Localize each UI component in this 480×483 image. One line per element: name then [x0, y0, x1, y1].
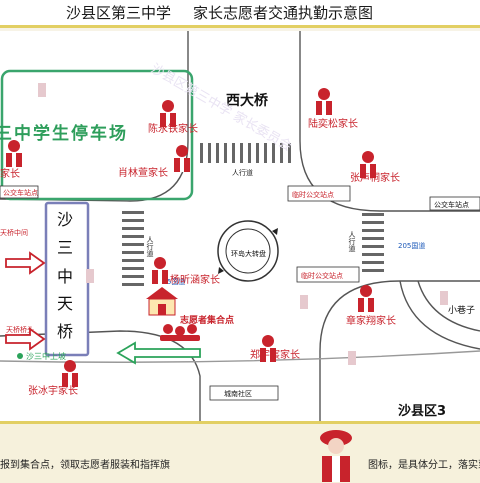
bus-stop-temp-2-label: 临时公交站点 — [301, 271, 343, 280]
arrow-right-icon-2 — [5, 327, 46, 351]
lane-top — [417, 280, 480, 332]
bus-stop-temp-1: 临时公交站点 — [287, 185, 351, 202]
arrow-right-icon-1 — [5, 251, 46, 275]
footbridge-char-1: 沙 — [57, 210, 73, 229]
blurred-photo — [86, 269, 94, 283]
roundabout-inner — [225, 228, 271, 274]
footer: 报到集合点，领取志愿者服装和指挥旗 图标，是具体分工，落实到 — [0, 421, 480, 483]
lane-bottom — [399, 280, 480, 350]
blurred-photo — [38, 83, 46, 97]
crosswalk-right-label: 人行道 — [348, 231, 356, 253]
parent-figure-zhangsheng — [360, 151, 376, 178]
parking-lot-label: 三中学生停车场 — [0, 123, 128, 144]
blurred-photo — [300, 295, 308, 309]
arrow-left-icon — [116, 341, 201, 365]
road-205-label-1: 205国道 — [158, 277, 185, 286]
blurred-photo — [348, 351, 356, 365]
roundabout-arrow-icon-2 — [218, 267, 224, 274]
parent-figure-lu — [316, 88, 332, 115]
parent-label-zhangbing: 张冰宇家长 — [28, 384, 78, 397]
start-dot-icon — [17, 353, 23, 359]
footbridge-char-3: 中 — [57, 267, 73, 286]
footbridge-char-2: 三 — [57, 238, 73, 257]
lane-label: 小巷子 — [448, 305, 475, 316]
crosswalk-top — [200, 143, 291, 163]
road-bottom-long — [0, 350, 480, 363]
title-subject: 家长志愿者交通执勤示意图 — [193, 4, 374, 22]
road-205-label-2: 205国道 — [398, 241, 425, 250]
parent-label-zheng: 郑宇宸家长 — [250, 348, 300, 361]
parking-lot-border — [0, 69, 194, 201]
west-bridge-label: 西大桥 — [226, 92, 269, 109]
gathering-label: 志愿者集合点 — [180, 314, 234, 326]
shasanzhong-up-label: 沙三中上坡 — [26, 351, 66, 361]
bus-stop-temp-2: 临时公交站点 — [296, 266, 360, 283]
crosswalk-top-label: 人行道 — [232, 168, 253, 177]
roads — [0, 31, 480, 421]
road-bottom-left-curve — [0, 330, 201, 421]
parent-figure-zheng — [260, 335, 276, 362]
parent-label-zhangjia: 章家翔家长 — [346, 314, 396, 327]
parent-label-chen: 陈永铁家长 — [148, 122, 198, 135]
crosswalk-right — [362, 213, 384, 272]
district-partial-label: 沙县区3 — [398, 404, 446, 419]
footer-right-text: 图标，是具体分工，落实到 — [368, 460, 480, 471]
chengnan-box — [209, 385, 279, 401]
tianqiao-bottom-label: 天桥桥头 — [6, 325, 34, 334]
gathering-point-icon — [146, 287, 178, 316]
tianqiao-middle-label: 天桥中间 — [0, 228, 28, 237]
roundabout-outer — [217, 220, 279, 282]
parent-figure-zhangbing — [62, 360, 78, 387]
title-school: 沙县区第三中学 — [66, 4, 172, 22]
map-svg: 三中学生停车场 西大桥 人行道 人行道 — [0, 31, 480, 421]
footer-left-text: 报到集合点，领取志愿者服装和指挥旗 — [0, 460, 170, 471]
bus-stop-2-label: 公交车站点 — [434, 200, 469, 209]
blurred-photo — [440, 291, 448, 305]
parent-figure-left — [6, 140, 22, 167]
footbridge-char-4: 天 — [57, 294, 73, 313]
parent-figure-zhangjia — [358, 285, 374, 312]
parent-figure-xiao — [174, 145, 190, 172]
title-bar: 沙县区第三中学 家长志愿者交通执勤示意图 — [0, 0, 480, 28]
road-top-left-curve — [0, 140, 189, 202]
parent-figure-chen — [160, 100, 176, 127]
road-bottom-right-curve — [319, 280, 480, 421]
parent-figure-yang — [152, 257, 168, 284]
roundabout-arrow-icon — [272, 228, 278, 235]
crosswalk-left — [122, 211, 144, 286]
bus-stop-1: 公交车站点 — [0, 185, 39, 199]
chengnan-label: 城南社区 — [224, 389, 252, 398]
bus-stop-1-label: 公交车站点 — [3, 188, 38, 197]
bus-stop-2: 公交车站点 — [429, 196, 480, 211]
crosswalk-left-label: 人行道 — [146, 236, 154, 258]
roundabout-label: 环岛大转盘 — [231, 249, 266, 258]
footbridge-char-5: 桥 — [57, 322, 73, 341]
parent-label-xiao: 肖林萱家长 — [118, 166, 168, 179]
volunteer-mascot-icon — [320, 430, 352, 482]
volunteer-group-icon — [160, 324, 200, 341]
parent-label-left: 家长 — [0, 167, 20, 180]
map-area: 三中学生停车场 西大桥 人行道 人行道 — [0, 31, 480, 421]
parent-label-yang: 杨昕涵家长 — [170, 273, 220, 286]
parent-label-lu: 陆奕松家长 — [308, 117, 358, 130]
parent-label-zhangsheng: 张声桐家长 — [350, 171, 400, 184]
bus-stop-temp-1-label: 临时公交站点 — [292, 190, 334, 199]
